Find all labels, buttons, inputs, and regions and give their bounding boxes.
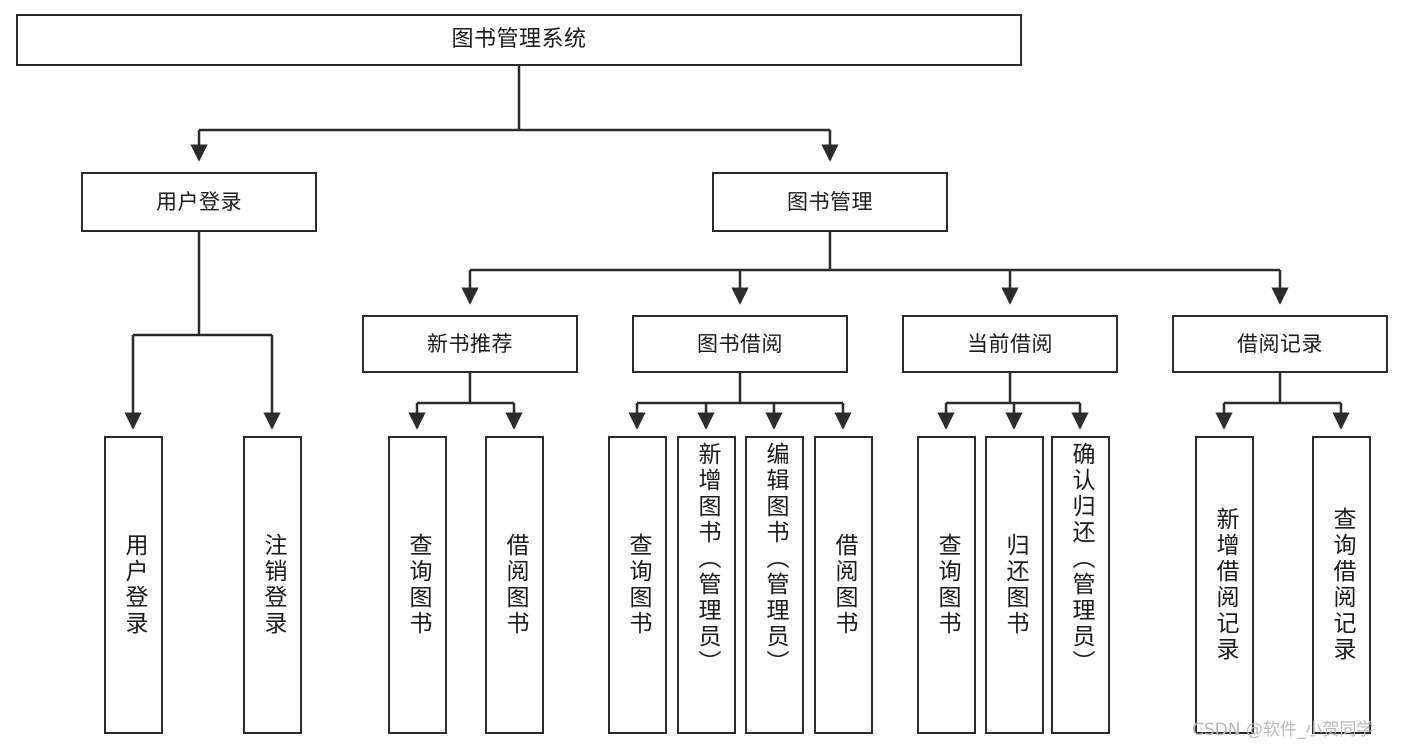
leaf-add-borrow-record[interactable]: 新增借阅记录	[1195, 436, 1254, 734]
node-label: 当前借阅	[967, 331, 1053, 356]
node-label: 编辑图书（管理员）	[762, 442, 788, 676]
leaf-query-books-borrow[interactable]: 查询图书	[608, 436, 667, 734]
leaf-query-books-recommend[interactable]: 查询图书	[388, 436, 447, 734]
leaf-confirm-return-admin[interactable]: 确认归还（管理员）	[1051, 436, 1110, 734]
leaf-query-borrow-record[interactable]: 查询借阅记录	[1312, 436, 1371, 734]
node-label: 新书推荐	[427, 331, 513, 356]
node-book-borrow[interactable]: 图书借阅	[632, 315, 848, 373]
node-label: 查询图书	[625, 533, 651, 637]
leaf-borrow-books-recommend[interactable]: 借阅图书	[485, 436, 544, 734]
node-borrow-records[interactable]: 借阅记录	[1172, 315, 1388, 373]
node-label: 借阅图书	[502, 533, 528, 637]
csdn-watermark: CSDN @软件_小贺同学	[1192, 720, 1374, 740]
leaf-edit-book-admin[interactable]: 编辑图书（管理员）	[745, 436, 804, 734]
node-label: 图书借阅	[697, 331, 783, 356]
node-label: 图书管理	[787, 189, 873, 214]
node-label: 新增借阅记录	[1212, 507, 1238, 663]
node-label: 新增图书（管理员）	[694, 442, 720, 676]
node-label: 确认归还（管理员）	[1068, 442, 1094, 676]
node-user-login[interactable]: 用户登录	[81, 172, 317, 232]
leaf-borrow-books[interactable]: 借阅图书	[814, 436, 873, 734]
node-label: 用户登录	[121, 533, 147, 637]
node-label: 图书管理系统	[451, 27, 587, 53]
node-label: 用户登录	[156, 189, 242, 214]
node-book-management[interactable]: 图书管理	[712, 172, 948, 232]
leaf-return-books[interactable]: 归还图书	[985, 436, 1044, 734]
node-label: 归还图书	[1002, 533, 1028, 637]
leaf-query-books-current[interactable]: 查询图书	[917, 436, 976, 734]
node-new-book-recommend[interactable]: 新书推荐	[362, 315, 578, 373]
node-label: 查询借阅记录	[1329, 507, 1355, 663]
node-root-system[interactable]: 图书管理系统	[16, 14, 1022, 66]
leaf-add-book-admin[interactable]: 新增图书（管理员）	[677, 436, 736, 734]
node-current-borrow[interactable]: 当前借阅	[902, 315, 1118, 373]
leaf-user-login[interactable]: 用户登录	[104, 436, 163, 734]
leaf-logout[interactable]: 注销登录	[243, 436, 302, 734]
node-label: 查询图书	[405, 533, 431, 637]
node-label: 借阅记录	[1237, 331, 1323, 356]
node-label: 注销登录	[260, 533, 286, 637]
node-label: 查询图书	[934, 533, 960, 637]
node-label: 借阅图书	[831, 533, 857, 637]
